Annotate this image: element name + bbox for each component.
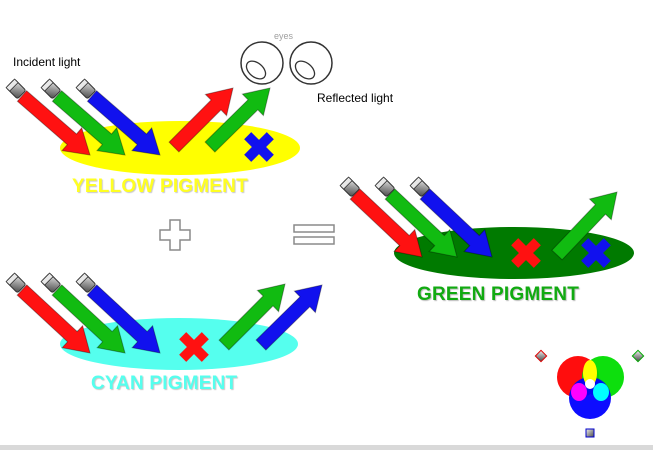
blue-incident-arrow [419,188,493,258]
blue-incident-arrow [86,284,161,354]
flashlight-icon [409,176,430,197]
blue-incident-arrow [86,89,161,156]
incident-light-label: Incident light [13,55,81,69]
flashlight-icon [75,272,96,293]
cyan-pigment-label: CYAN PIGMENT [91,373,238,394]
red-incident-arrow [16,284,91,354]
flashlight-icon [75,78,96,99]
blue-reflected-arrow [255,284,323,351]
reflected-light-label: Reflected light [317,91,394,105]
cross-icon [244,132,274,162]
rgb-venn-icon [557,356,624,419]
flashlight-icon [40,272,61,293]
green-reflected-arrow [218,283,286,351]
equals-icon-bottom [293,236,335,245]
green-pigment-label: GREEN PIGMENT [417,284,580,305]
eye-icon [240,41,284,85]
eyes-label: eyes [274,31,294,41]
cross-icon [581,238,611,268]
cross-icon [179,332,209,362]
flashlight-icon [5,272,26,293]
yellow-pigment-label: YELLOW PIGMENT [72,176,248,197]
flashlight-icon [374,176,395,197]
green-reflected-arrow [204,87,271,153]
flashlight-icon [585,428,595,438]
red-reflected-arrow [168,87,234,153]
flashlight-icon [534,349,548,363]
eye-icon [289,41,333,85]
green-incident-arrow [51,89,126,156]
green-incident-arrow [51,284,126,354]
flashlight-icon [631,349,645,363]
red-incident-arrow [349,188,423,258]
green-incident-arrow [384,188,458,258]
flashlight-icon [339,176,360,197]
green-reflected-arrow [551,191,618,261]
equals-icon-top [293,224,335,233]
flashlight-icon [5,78,26,99]
red-incident-arrow [16,89,91,156]
bottom-scrollbar[interactable] [0,445,653,450]
plus-icon [159,219,191,251]
cross-icon [511,238,541,268]
flashlight-icon [40,78,61,99]
